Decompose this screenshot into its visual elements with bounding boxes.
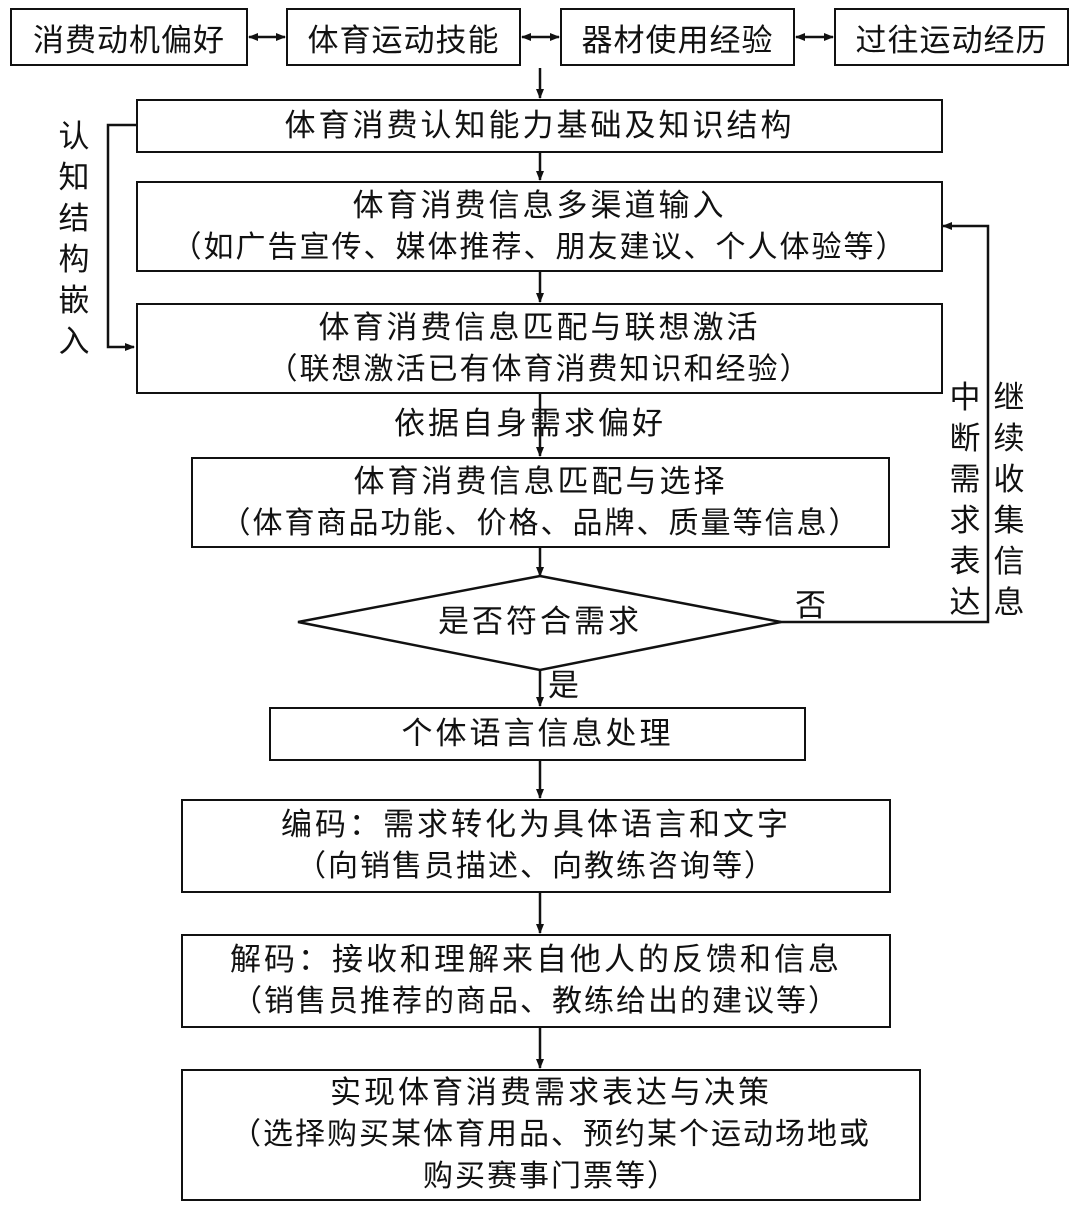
final-title: 实现体育消费需求表达与决策 — [330, 1075, 772, 1111]
side-label-char: 信 — [993, 544, 1025, 580]
box-equipment-experience: 器材使用经验 — [560, 8, 795, 66]
side-label-interrupt-demand: 中 断 需 求 表 达 — [947, 378, 983, 624]
box-info-match-association: 体育消费信息匹配与联想激活 （联想激活已有体育消费知识和经验） — [136, 303, 943, 394]
no-label: 否 — [795, 588, 829, 624]
decode-detail: （销售员推荐的商品、教练给出的建议等） — [232, 984, 840, 1019]
side-label-cognitive-embedding: 认 知 结 构 嵌 入 — [56, 117, 92, 363]
info-input-detail: （如广告宣传、媒体推荐、朋友建议、个人体验等） — [171, 229, 908, 265]
side-label-char: 知 — [58, 160, 90, 196]
box-past-sports-experience-label: 过往运动经历 — [855, 22, 1048, 59]
box-consumption-motive-label: 消费动机偏好 — [33, 22, 225, 59]
box-info-input: 体育消费信息多渠道输入 （如广告宣传、媒体推荐、朋友建议、个人体验等） — [136, 181, 943, 272]
box-equipment-experience-label: 器材使用经验 — [581, 22, 774, 59]
side-label-char: 构 — [58, 242, 90, 278]
encode-detail: （向销售员描述、向教练咨询等） — [296, 849, 776, 884]
side-label-char: 表 — [949, 544, 981, 580]
box-language-processing: 个体语言信息处理 — [269, 707, 806, 761]
side-label-char: 需 — [949, 462, 981, 498]
decode-title: 解码：接收和理解来自他人的反馈和信息 — [230, 942, 842, 978]
language-label: 个体语言信息处理 — [401, 716, 674, 752]
decision-diamond — [297, 574, 782, 672]
info-select-title: 体育消费信息匹配与选择 — [353, 463, 728, 500]
info-match-detail: （联想激活已有体育消费知识和经验） — [267, 351, 812, 387]
final-detail-line-1: （选择购买某体育用品、预约某个运动场地或 — [231, 1117, 871, 1152]
box-sports-skill-label: 体育运动技能 — [307, 22, 500, 59]
side-label-char: 集 — [993, 503, 1025, 539]
side-label-char: 嵌 — [58, 283, 90, 319]
box-cognition-base: 体育消费认知能力基础及知识结构 — [136, 99, 943, 153]
box-encode: 编码：需求转化为具体语言和文字 （向销售员描述、向教练咨询等） — [181, 799, 891, 893]
encode-title: 编码：需求转化为具体语言和文字 — [281, 807, 791, 843]
side-label-char: 达 — [949, 585, 981, 621]
side-label-continue-collect: 继 续 收 集 信 息 — [991, 378, 1027, 624]
side-label-char: 中 — [949, 380, 981, 416]
info-select-detail: （体育商品功能、价格、品牌、质量等信息） — [220, 505, 861, 541]
side-label-char: 续 — [993, 421, 1025, 457]
cognition-label: 体育消费认知能力基础及知识结构 — [284, 108, 795, 144]
box-final-decision: 实现体育消费需求表达与决策 （选择购买某体育用品、预约某个运动场地或 购买赛事门… — [181, 1069, 921, 1201]
side-label-char: 继 — [993, 380, 1025, 416]
final-detail-line-2: 购买赛事门票等） — [423, 1159, 679, 1194]
side-label-char: 认 — [58, 119, 90, 155]
side-label-char: 结 — [58, 201, 90, 237]
box-consumption-motive: 消费动机偏好 — [10, 8, 248, 66]
side-label-char: 收 — [993, 462, 1025, 498]
side-label-char: 求 — [949, 503, 981, 539]
side-label-char: 息 — [993, 585, 1025, 621]
info-match-title: 体育消费信息匹配与联想激活 — [318, 309, 761, 346]
yes-label: 是 — [548, 668, 582, 704]
box-decode: 解码：接收和理解来自他人的反馈和信息 （销售员推荐的商品、教练给出的建议等） — [181, 934, 891, 1028]
box-past-sports-experience: 过往运动经历 — [834, 8, 1069, 66]
basis-label: 依据自身需求偏好 — [394, 406, 666, 442]
side-label-char: 入 — [58, 324, 90, 360]
box-info-match-select: 体育消费信息匹配与选择 （体育商品功能、价格、品牌、质量等信息） — [191, 457, 890, 548]
side-label-char: 断 — [949, 421, 981, 457]
decision-label: 是否符合需求 — [438, 604, 642, 640]
box-sports-skill: 体育运动技能 — [286, 8, 521, 66]
info-input-title: 体育消费信息多渠道输入 — [352, 187, 727, 224]
